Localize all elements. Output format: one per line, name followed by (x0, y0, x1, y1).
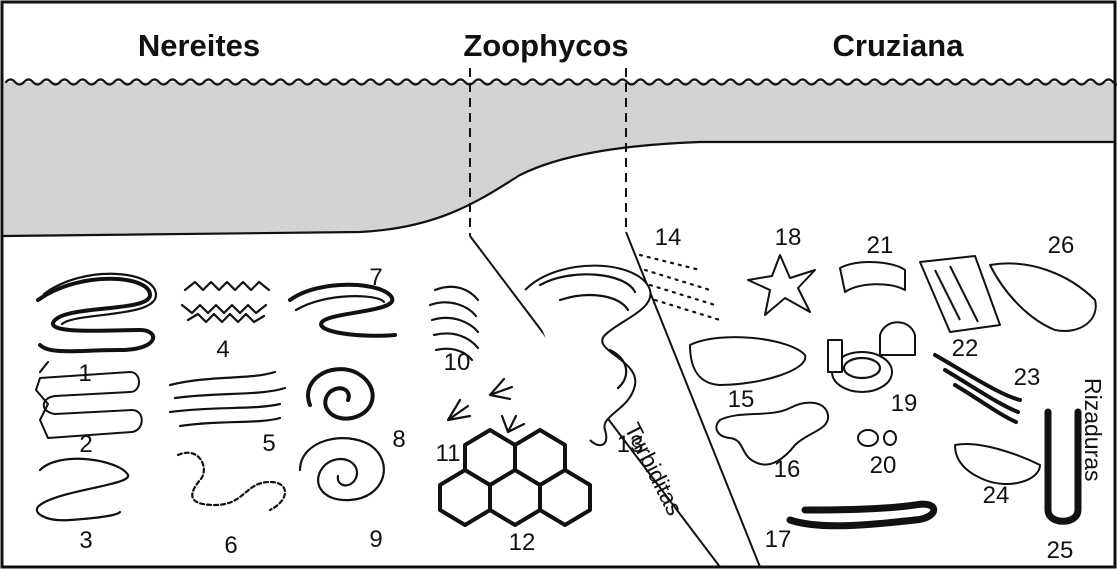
trace-number-24: 24 (983, 482, 1010, 509)
trace-number-10: 10 (444, 349, 471, 376)
trace-number-20: 20 (870, 452, 897, 479)
trace-number-22: 22 (952, 335, 979, 362)
trace-number-16: 16 (774, 456, 801, 483)
zone-title-cruziana: Cruziana (833, 28, 965, 63)
trace-number-23: 23 (1014, 364, 1041, 391)
trace-number-4: 4 (216, 336, 229, 363)
zone-title-nereites: Nereites (138, 28, 260, 63)
trace-number-18: 18 (775, 224, 802, 251)
trace-number-1: 1 (78, 360, 91, 387)
zone-title-zoophycos: Zoophycos (463, 28, 628, 63)
trace-number-7: 7 (369, 264, 382, 291)
trace-number-19: 19 (891, 390, 918, 417)
trace-number-5: 5 (262, 430, 275, 457)
trace-number-8: 8 (392, 426, 405, 453)
trace-number-13: 13 (617, 431, 644, 458)
trace-number-12: 12 (509, 529, 536, 556)
trace-number-17: 17 (765, 526, 792, 553)
trace-number-2: 2 (79, 431, 92, 458)
label-rizaduras: Rizaduras (1080, 378, 1106, 482)
trace-number-3: 3 (79, 527, 92, 554)
trace-number-14: 14 (655, 224, 682, 251)
trace-number-15: 15 (728, 386, 755, 413)
trace-number-6: 6 (224, 532, 237, 559)
trace-number-9: 9 (369, 526, 382, 553)
trace-number-25: 25 (1047, 537, 1074, 564)
trace-number-21: 21 (867, 232, 894, 259)
trace-number-11: 11 (436, 440, 461, 467)
trace-number-26: 26 (1048, 232, 1075, 259)
